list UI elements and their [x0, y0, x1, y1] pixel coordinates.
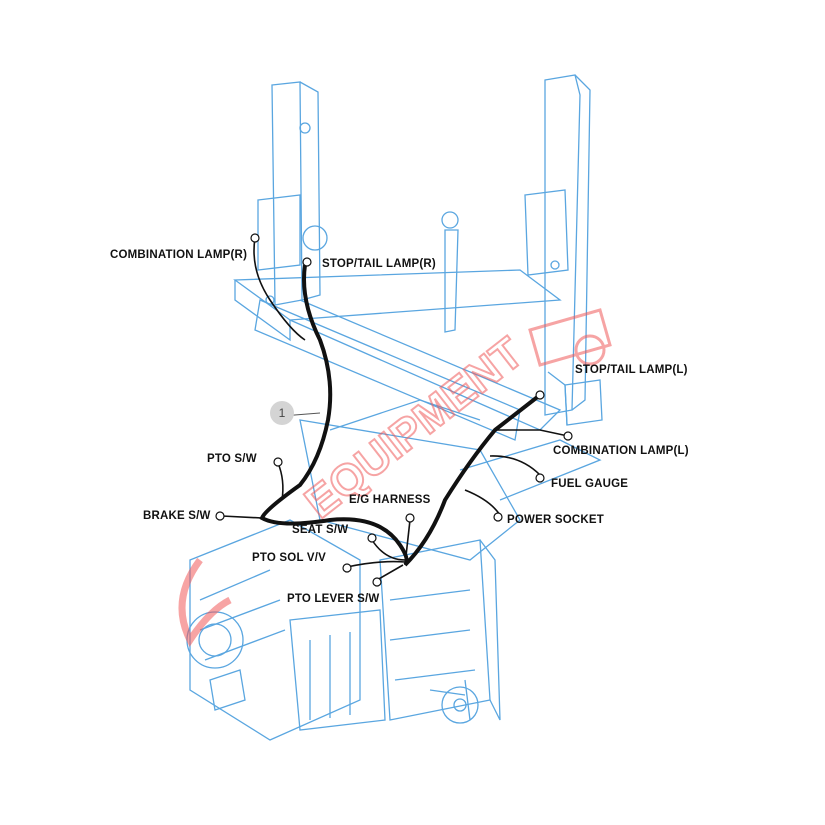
label-power-socket: POWER SOCKET	[507, 514, 604, 526]
label-brake-sw: BRAKE S/W	[143, 510, 211, 522]
label-pto-lever-sw: PTO LEVER S/W	[287, 593, 380, 605]
label-combination-lamp-l: COMBINATION LAMP(L)	[553, 445, 689, 457]
label-stop-tail-lamp-r: STOP/TAIL LAMP(R)	[322, 258, 436, 270]
label-fuel-gauge: FUEL GAUGE	[551, 478, 629, 490]
label-eg-harness: E/G HARNESS	[349, 494, 431, 506]
label-stop-tail-lamp-l: STOP/TAIL LAMP(L)	[575, 364, 688, 376]
part-callout-1: 1	[270, 401, 294, 425]
label-combination-lamp-r: COMBINATION LAMP(R)	[110, 249, 248, 261]
label-pto-sw: PTO S/W	[207, 453, 257, 465]
label-pto-sol-vv: PTO SOL V/V	[252, 552, 326, 564]
watermark-logo: EQUIPMENT	[178, 308, 612, 647]
label-seat-sw: SEAT S/W	[292, 524, 349, 536]
frame-drawing	[186, 74, 603, 741]
connectors	[215, 233, 573, 587]
